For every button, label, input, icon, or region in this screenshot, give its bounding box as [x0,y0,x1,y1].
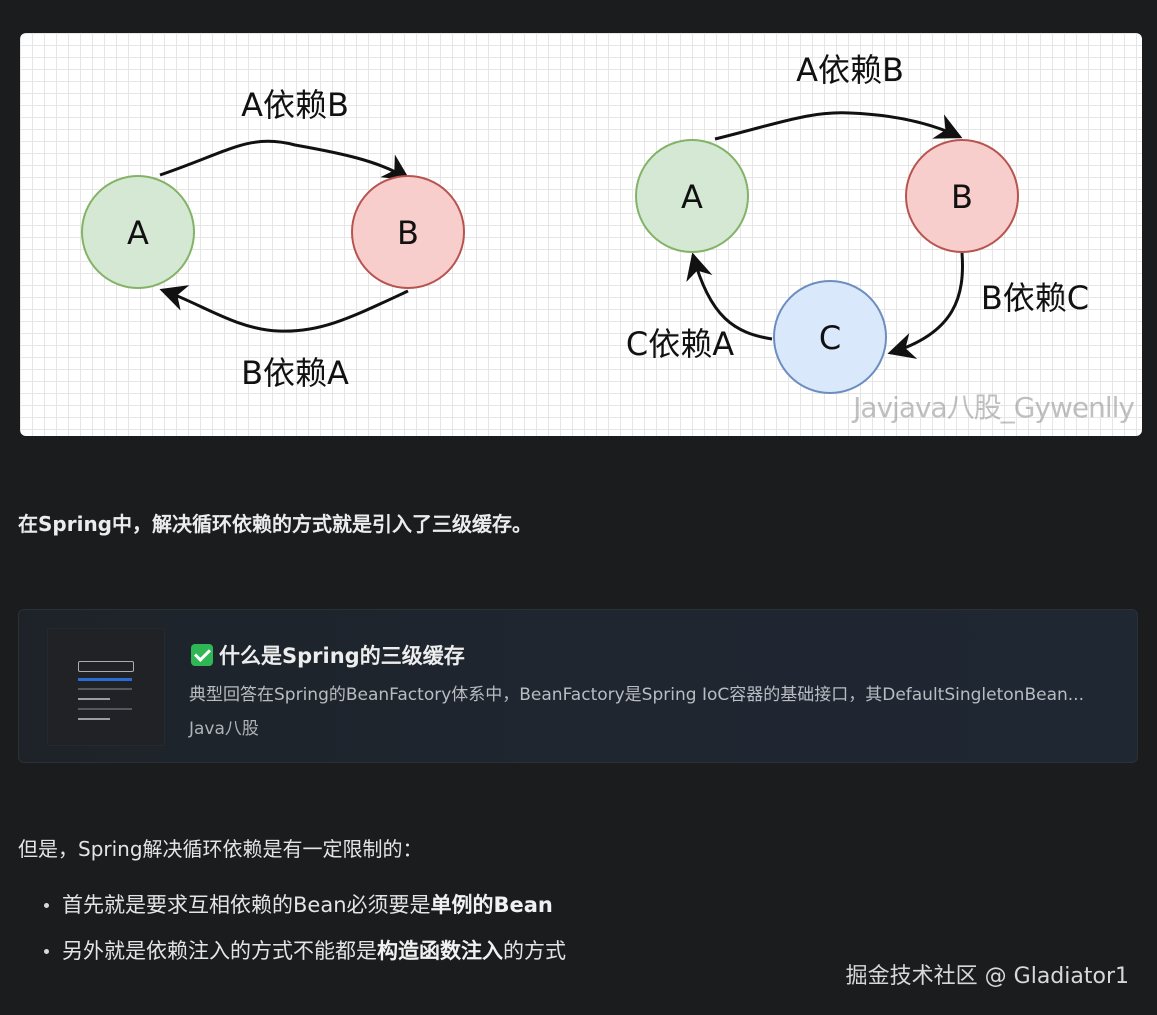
node-right-c [773,280,887,394]
limit-bullet-list: 首先就是要求互相依赖的Bean必须要是单例的Bean 另外就是依赖注入的方式不能… [40,882,566,974]
edge-right-ab-label: A依赖B [796,51,904,89]
node-right-c-label: C [819,319,841,357]
card-description: 典型回答在Spring的BeanFactory体系中，BeanFactory是S… [189,685,1084,705]
thumbnail-line [78,718,110,720]
list-item: 另外就是依赖注入的方式不能都是构造函数注入的方式 [40,928,566,974]
node-left-b [351,175,465,289]
thumbnail-line [78,678,132,681]
link-card[interactable]: 什么是Spring的三级缓存 典型回答在Spring的BeanFactory体系… [18,609,1138,763]
bullet-text: 另外就是依赖注入的方式不能都是 [62,939,377,963]
edge-right-ca-label: C依赖A [626,325,734,363]
limit-paragraph: 但是，Spring解决循环依赖是有一定限制的： [18,837,423,861]
node-right-b [905,139,1019,253]
edge-left-b-to-a [159,285,409,333]
edge-left-bottom-label: B依赖A [241,354,349,392]
card-source: Java八股 [189,719,259,739]
edge-right-bc-label: B依赖C [981,279,1089,317]
node-right-a-label: A [681,178,703,216]
edge-right-c-to-a [686,252,773,341]
bullet-emphasis: 构造函数注入 [377,939,503,963]
figure-watermark: Javjava八股_Gywenlly [853,391,1135,424]
edge-right-b-to-c [887,252,964,359]
node-left-b-label: B [397,214,419,252]
node-left-a [81,175,195,289]
thumbnail-line [78,698,110,700]
list-item: 首先就是要求互相依赖的Bean必须要是单例的Bean [40,882,566,928]
node-left-a-label: A [127,214,149,252]
intro-bold-paragraph: 在Spring中，解决循环依赖的方式就是引入了三级缓存。 [18,512,532,536]
edge-left-top-label: A依赖B [241,86,349,124]
card-title-text: 什么是Spring的三级缓存 [219,644,465,668]
card-title[interactable]: 什么是Spring的三级缓存 [191,640,465,670]
node-right-b-label: B [951,178,973,216]
footer-watermark: 掘金技术社区 @ Gladiator1 [845,964,1129,989]
node-right-a [635,139,749,253]
edge-right-a-to-b [714,111,963,141]
dependency-diagram: A B A依赖B B依赖A A B C A依赖B B依赖C C依赖A [81,51,1089,394]
thumbnail-line [78,708,132,710]
thumbnail-box-shape [78,661,134,672]
edge-left-a-to-b [159,139,411,181]
circular-dependency-figure: A B A依赖B B依赖A A B C A依赖B B依赖C C依赖A Javja… [20,33,1142,436]
check-icon [191,644,213,666]
bullet-text: 首先就是要求互相依赖的Bean必须要是 [62,893,431,917]
bullet-suffix: 的方式 [503,939,566,963]
bullet-emphasis: 单例的Bean [430,893,553,917]
card-thumbnail [47,628,165,746]
thumbnail-line [78,688,132,690]
